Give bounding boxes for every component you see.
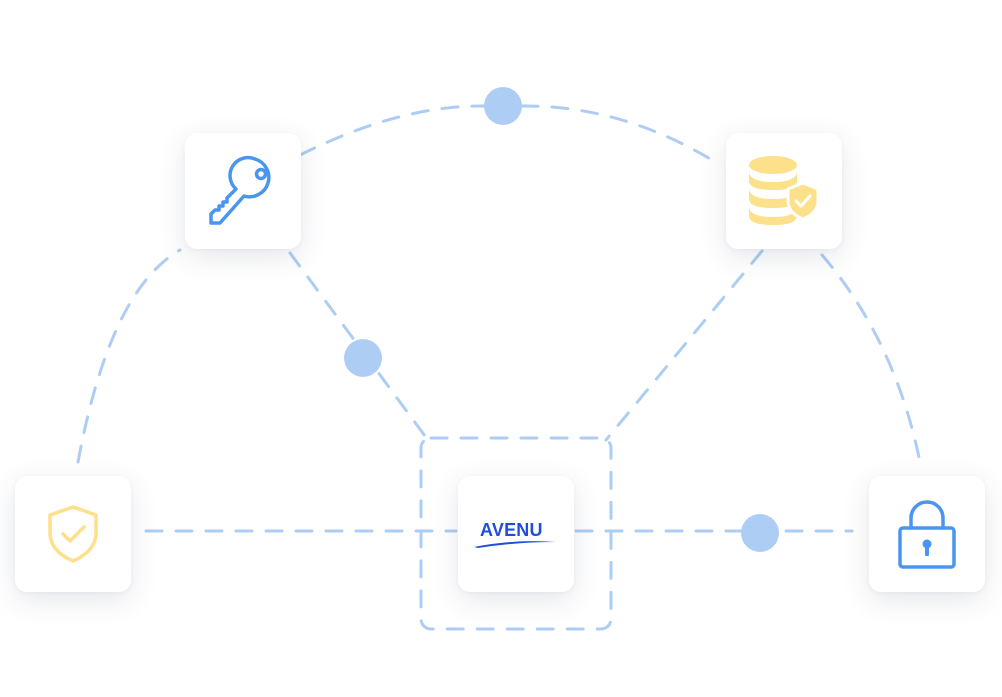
brand-card: AVENU (458, 476, 574, 592)
outer-arc-right (820, 253, 922, 464)
key-card (185, 133, 301, 249)
key-to-center-connector (288, 251, 430, 442)
brand-name: AVENU (480, 520, 543, 540)
key-icon (209, 155, 271, 225)
brand-logo: AVENU (474, 519, 558, 549)
padlock-icon (898, 500, 956, 569)
brand-swoosh-icon (474, 541, 556, 548)
connector-node-top (484, 87, 522, 125)
shield-check-icon (48, 505, 98, 563)
connector-node-left (344, 339, 382, 377)
connector-node-right (741, 514, 779, 552)
outer-arc-top-right (520, 104, 714, 162)
database-card (726, 133, 842, 249)
database-shield-icon (749, 156, 820, 225)
center-dashed-frame (419, 436, 613, 631)
lock-card (869, 476, 985, 592)
outer-arc-top-left (298, 104, 486, 157)
outer-arc-connector (76, 248, 182, 464)
shield-card (15, 476, 131, 592)
database-to-center-connector (604, 249, 764, 442)
